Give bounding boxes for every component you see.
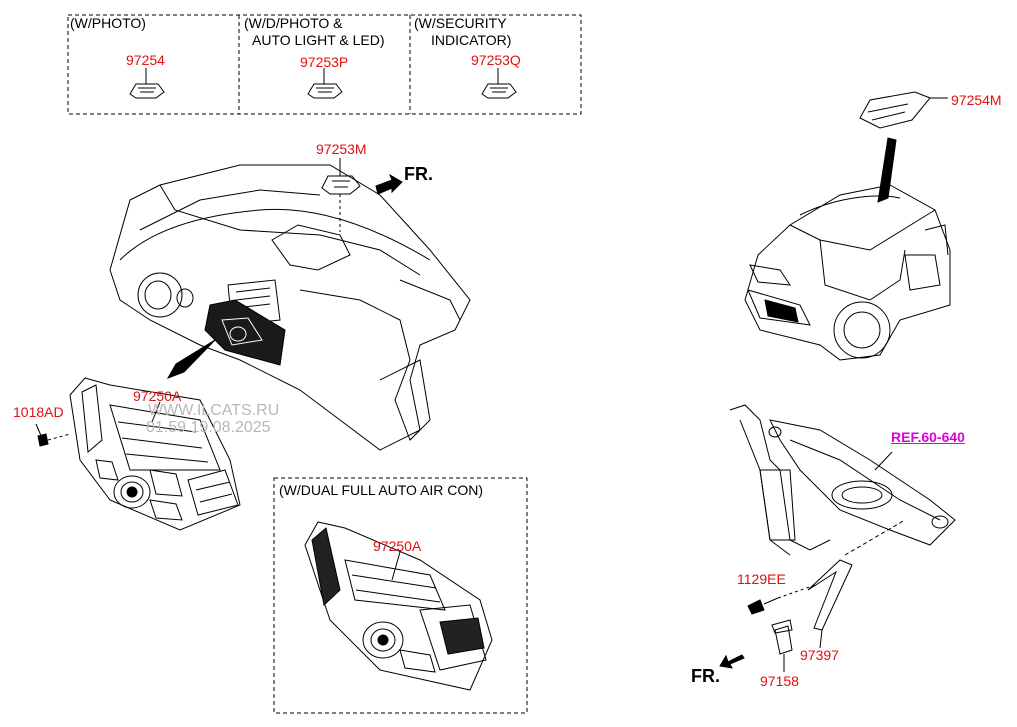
radiator-support-drawing	[729, 404, 956, 556]
sensor-97253P-drawing	[307, 68, 343, 99]
variant-security-line1: (W/SECURITY	[414, 15, 507, 31]
control-unit-dual-drawing	[304, 521, 493, 691]
fr-arrow-top	[375, 173, 403, 195]
direction-fr-top: FR.	[404, 164, 433, 184]
variant-dphoto-line2: AUTO LIGHT & LED)	[252, 32, 385, 48]
leader-wedge-main	[166, 339, 216, 379]
reference-link[interactable]: REF.60-640	[891, 429, 965, 445]
part-1018AD-label[interactable]: 1018AD	[13, 404, 64, 420]
control-unit-main-drawing	[69, 377, 241, 531]
sensor-97253Q-drawing	[481, 68, 517, 99]
part-97254-label[interactable]: 97254	[126, 52, 165, 68]
sensor-97254-drawing	[129, 68, 165, 99]
direction-fr-bottom: FR.	[691, 666, 720, 686]
part-97250A-main-label[interactable]: 97250A	[133, 388, 182, 404]
dashboard-drawing	[109, 164, 471, 451]
watermark-line2: 01.59 19.08.2025	[146, 419, 271, 436]
bolt-1129EE-drawing	[747, 584, 816, 615]
part-97253M-label[interactable]: 97253M	[316, 141, 367, 157]
variant-dual-air-label: (W/DUAL FULL AUTO AIR CON)	[279, 482, 484, 498]
part-97254M-label[interactable]: 97254M	[951, 92, 1002, 108]
part-1129EE-label[interactable]: 1129EE	[737, 571, 786, 587]
watermark-line1: WWW.ILCATS.RU	[148, 402, 280, 419]
variant-dphoto-line1: (W/D/PHOTO &	[244, 15, 343, 31]
part-97250A-dual-label[interactable]: 97250A	[373, 538, 422, 554]
sensor-97253M-drawing	[321, 158, 361, 232]
car-drawing	[744, 184, 951, 361]
bracket-97397-drawing	[807, 559, 853, 649]
part-97397-label[interactable]: 97397	[800, 647, 839, 663]
variant-boxes	[67, 14, 582, 714]
variant-security-line2: INDICATOR)	[431, 32, 512, 48]
part-97253Q-label[interactable]: 97253Q	[471, 52, 521, 68]
part-97158-label[interactable]: 97158	[760, 673, 799, 689]
leader-wedge-car	[877, 137, 897, 203]
screw-1018AD-drawing	[35, 423, 71, 447]
variant-photo-label: (W/PHOTO)	[70, 15, 146, 31]
sensor-97254M-drawing	[859, 91, 948, 129]
fr-arrow-bottom	[719, 654, 745, 669]
sensor-97158-drawing	[771, 619, 793, 672]
part-97253P-label[interactable]: 97253P	[300, 54, 349, 70]
